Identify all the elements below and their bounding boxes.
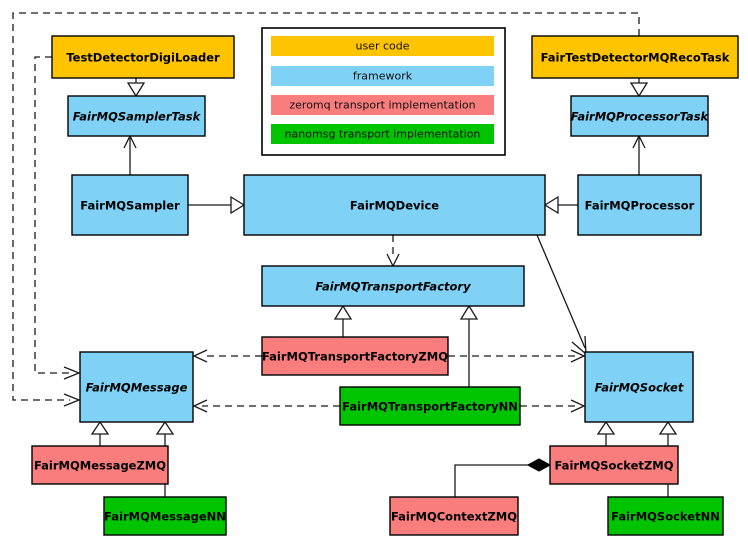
edge-factoryzmq-socket — [448, 349, 586, 363]
legend-item-framework: framework — [271, 66, 494, 86]
color-legend: user code framework zeromq transport imp… — [261, 27, 506, 156]
node-fairmqsamplertask[interactable]: FairMQSamplerTask — [67, 95, 206, 137]
edge-layer — [12, 12, 678, 497]
node-box[interactable] — [243, 174, 546, 236]
edge-socketzmq-socket — [596, 420, 616, 446]
node-fairmqsampler[interactable]: FairMQSampler — [71, 174, 189, 236]
node-fairmqsocket[interactable]: FairMQSocket — [584, 351, 694, 423]
edge-factoryzmq-message — [192, 349, 262, 363]
node-box[interactable] — [71, 174, 189, 236]
node-box[interactable] — [31, 445, 169, 485]
legend-item-user-code: user code — [271, 36, 494, 56]
node-box[interactable] — [261, 265, 525, 307]
node-box[interactable] — [577, 174, 702, 236]
node-box[interactable] — [67, 95, 206, 137]
legend-item-nanomsg: nanomsg transport implementation — [271, 124, 494, 144]
legend-swatch-user-code — [271, 36, 494, 56]
edge-factorynn-socket — [520, 399, 586, 413]
node-box[interactable] — [531, 35, 739, 79]
edge-recotask-processortask — [629, 78, 649, 98]
node-box[interactable] — [51, 35, 235, 79]
edge-device-transportfactory — [386, 235, 400, 268]
edge-sampler-device — [188, 195, 246, 215]
legend-swatch-nanomsg — [271, 124, 494, 144]
node-fairmqsocketzmq[interactable]: FairMQSocketZMQ — [549, 445, 679, 485]
node-box[interactable] — [339, 386, 521, 426]
legend-swatch-framework — [271, 66, 494, 86]
edge-processor-processortask — [632, 134, 646, 175]
edge-socketzmq-contextzmq — [454, 458, 552, 497]
legend-swatch-zeromq — [271, 95, 494, 115]
node-fairmqtransportfactoryzmq[interactable]: FairMQTransportFactoryZMQ — [261, 336, 449, 376]
node-fairmqsocketnn[interactable]: FairMQSocketNN — [607, 496, 724, 536]
node-fairmqtransportfactorynn[interactable]: FairMQTransportFactoryNN — [339, 386, 521, 426]
edge-recotask-message — [12, 12, 640, 407]
node-fairmqmessagezmq[interactable]: FairMQMessageZMQ — [31, 445, 169, 485]
node-box[interactable] — [261, 336, 449, 376]
node-fairtestdetectormqrecotask[interactable]: FairTestDetectorMQRecoTask — [531, 35, 739, 79]
node-fairmqmessagenn[interactable]: FairMQMessageNN — [103, 496, 227, 536]
node-box[interactable] — [79, 351, 194, 423]
node-fairmqcontextzmq[interactable]: FairMQContextZMQ — [389, 496, 519, 536]
edge-digiloader-message — [34, 56, 81, 380]
edge-sampler-samplertask — [123, 134, 137, 175]
edge-device-socket — [536, 234, 587, 356]
node-fairmqtransportfactory[interactable]: FairMQTransportFactory — [261, 265, 525, 307]
node-box[interactable] — [549, 445, 679, 485]
edge-factorynn-message — [192, 399, 340, 413]
node-box[interactable] — [389, 496, 519, 536]
node-box[interactable] — [103, 496, 227, 536]
edge-factoryzmq-factory — [333, 304, 353, 337]
node-fairmqprocessortask[interactable]: FairMQProcessorTask — [570, 95, 710, 137]
node-fairmqmessage[interactable]: FairMQMessage — [79, 351, 194, 423]
node-box[interactable] — [570, 95, 709, 137]
edge-processor-device — [543, 195, 578, 215]
node-fairmqdevice[interactable]: FairMQDevice — [243, 174, 546, 236]
node-testdetectordigiloader[interactable]: TestDetectorDigiLoader — [51, 35, 235, 79]
node-box[interactable] — [607, 496, 724, 536]
node-fairmqprocessor[interactable]: FairMQProcessor — [577, 174, 702, 236]
edge-digiloader-samplertask — [126, 78, 146, 98]
edge-messagezmq-message — [90, 420, 110, 446]
edge-factorynn-factory — [459, 304, 479, 387]
node-box[interactable] — [584, 351, 694, 423]
legend-item-zeromq: zeromq transport implementation — [271, 95, 494, 115]
